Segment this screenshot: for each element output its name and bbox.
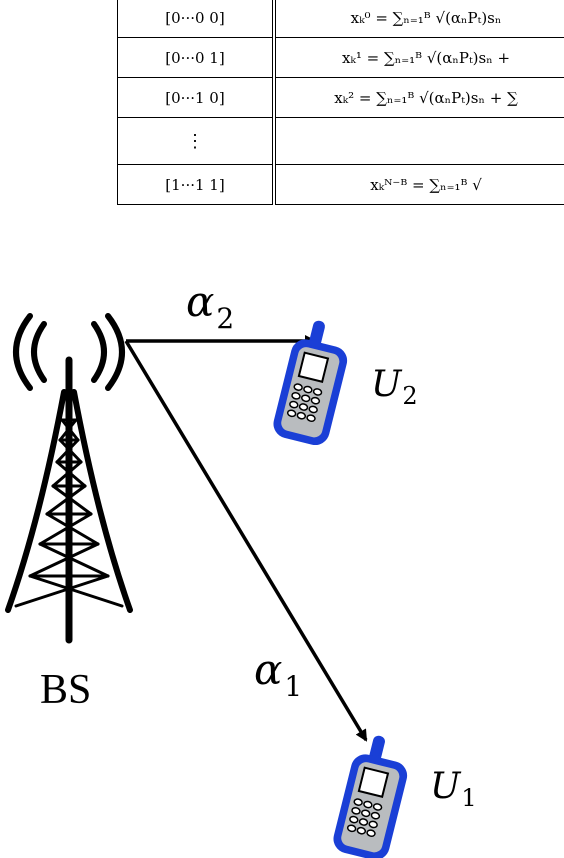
link-to-u1-arrow [124, 340, 368, 742]
user-2-label: U2 [371, 364, 418, 410]
signal-expression-cell: xₖᴺ⁻ᴮ = ∑ₙ₌₁ᴮ √ [273, 164, 564, 205]
alpha-2-label: α2 [186, 277, 234, 335]
bit-pattern-cell: ⋮ [117, 117, 276, 165]
user-2-subscript: 2 [402, 382, 417, 410]
user-1-symbol: U [430, 766, 462, 807]
alpha-2-symbol: α [186, 277, 214, 326]
bit-pattern-cell: [0···1 0] [117, 77, 276, 118]
bit-pattern-cell: [0···0 0] [117, 0, 276, 38]
mapping-table-body: [0···0 0] xₖ⁰ = ∑ₙ₌₁ᴮ √(αₙPₜ)sₙ [0···0 1… [117, 0, 564, 205]
alpha-1-label: α1 [254, 645, 302, 703]
table-row: [0···1 0] xₖ² = ∑ₙ₌₁ᴮ √(αₙPₜ)sₙ + ∑ [117, 77, 564, 118]
table-row: [0···0 0] xₖ⁰ = ∑ₙ₌₁ᴮ √(αₙPₜ)sₙ [117, 0, 564, 38]
user-1-subscript: 1 [461, 784, 476, 812]
table-row: [1···1 1] xₖᴺ⁻ᴮ = ∑ₙ₌₁ᴮ √ [117, 164, 564, 205]
alpha-1-symbol: α [254, 645, 282, 694]
user-1-label: U1 [430, 766, 477, 812]
bit-pattern-cell: [0···0 1] [117, 37, 276, 78]
signal-expression-cell: xₖ⁰ = ∑ₙ₌₁ᴮ √(αₙPₜ)sₙ [273, 0, 564, 38]
base-station-tower-icon [5, 313, 133, 644]
signal-expression-cell: xₖ² = ∑ₙ₌₁ᴮ √(αₙPₜ)sₙ + ∑ [273, 77, 564, 118]
base-station-label: BS [40, 667, 91, 713]
mobile-phone-u2-icon [273, 320, 348, 446]
user-2-symbol: U [371, 364, 403, 405]
mobile-phone-u1-icon [333, 735, 408, 858]
alpha-2-subscript: 2 [216, 302, 234, 335]
alpha-1-subscript: 1 [284, 670, 302, 703]
mapping-table: [0···0 0] xₖ⁰ = ∑ₙ₌₁ᴮ √(αₙPₜ)sₙ [0···0 1… [117, 0, 564, 205]
bit-pattern-cell: [1···1 1] [117, 164, 276, 205]
